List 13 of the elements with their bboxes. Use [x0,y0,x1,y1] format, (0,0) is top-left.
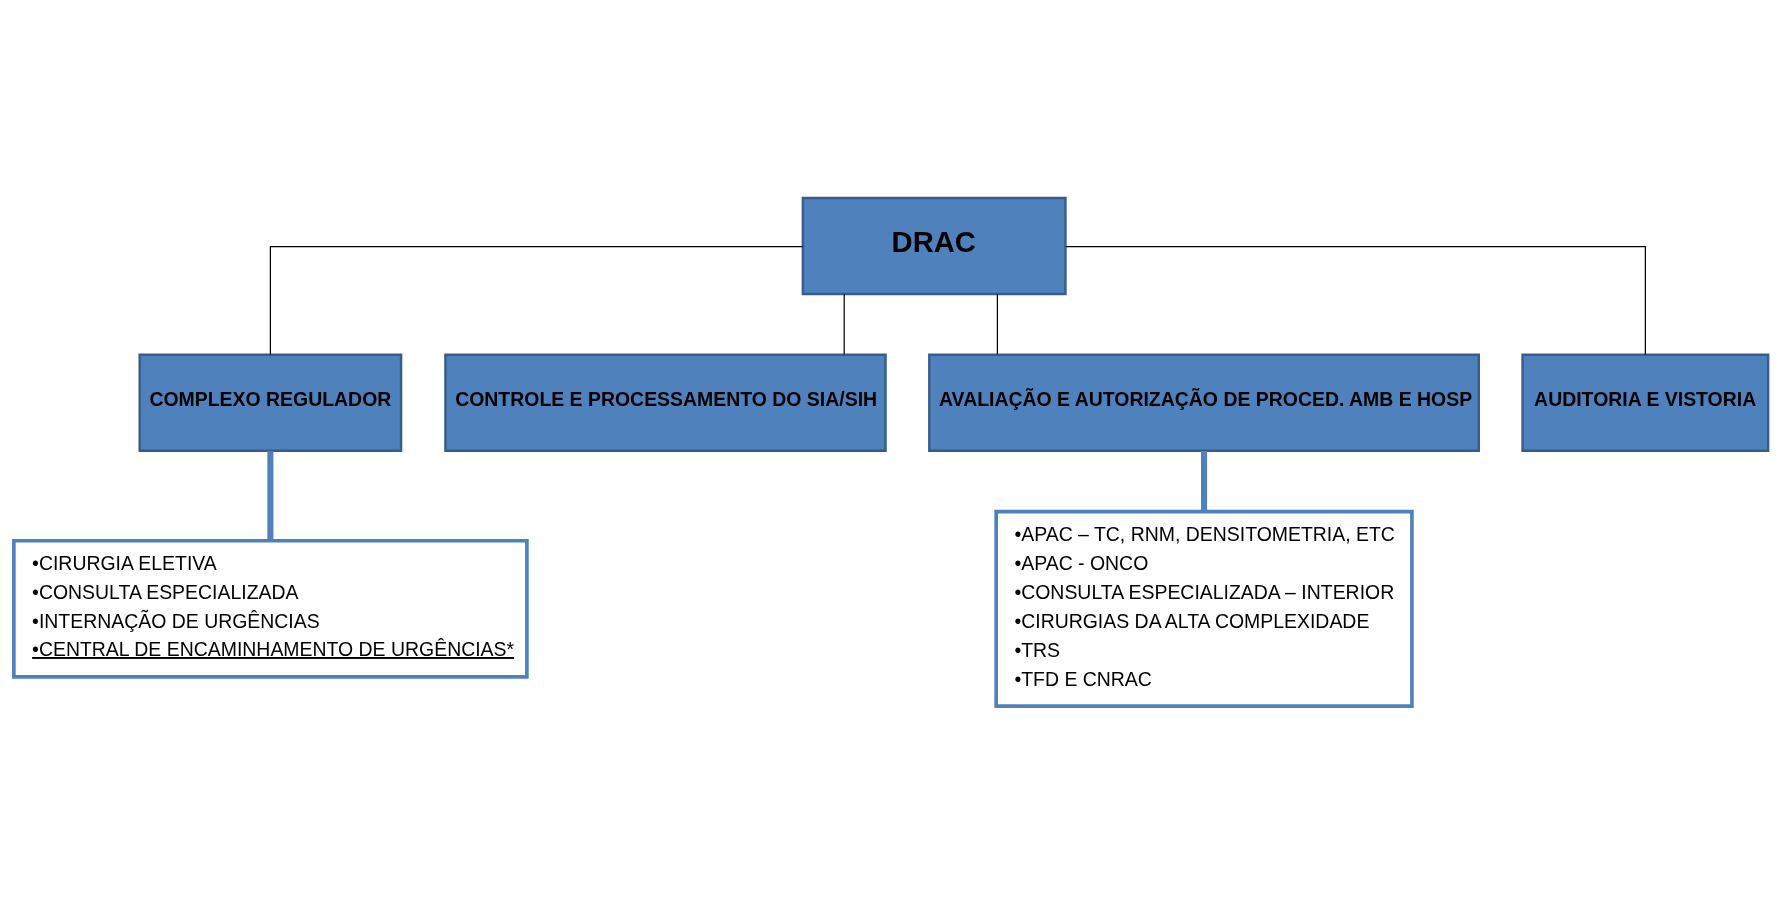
node-box: AVALIAÇÃO E AUTORIZAÇÃO DE PROCED. AMB E HOSP [927,353,1480,452]
node-box: COMPLEXO REGULADOR [137,353,402,452]
node-box: CONTROLE E PROCESSAMENTO DO SIA/SIH [443,353,887,452]
connector [1200,450,1207,511]
connector [996,293,998,355]
node-box: •CIRURGIA ELETIVA •CONSULTA ESPECIALIZADA •INTERNAÇÃO DE URGÊNCIAS •CENTRAL DE ENCAMINHAMENTO DE URGÊNCIAS* [11,538,529,679]
connector [1064,245,1646,355]
node-box: AUDITORIA E VISTORIA [1520,353,1769,452]
connector [843,293,845,355]
connector [266,450,273,541]
connector [269,245,803,355]
node-box: DRAC [801,196,1067,295]
node-box: •APAC – TC, RNM, DENSITOMETRIA, ETC •APAC - ONCO •CONSULTA ESPECIALIZADA – INTERIOR •CIRURGIAS DA ALTA COMPLEXIDADE •TRS •TFD E CNRAC [993,509,1414,708]
